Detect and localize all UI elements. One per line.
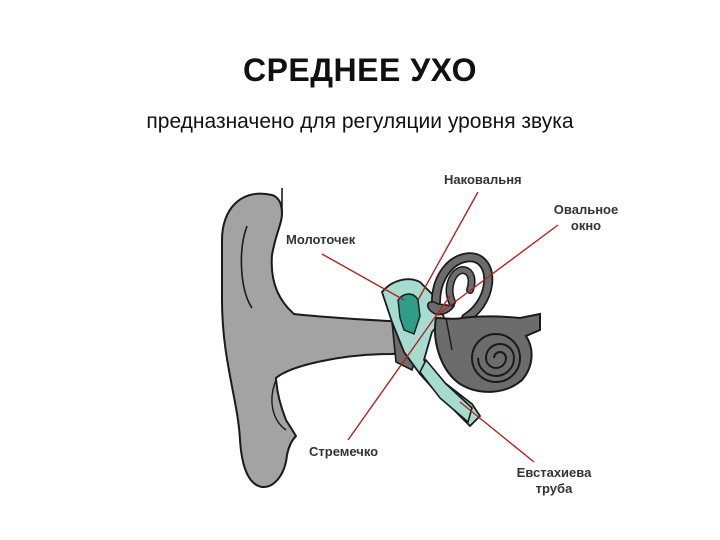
inner-ear bbox=[426, 252, 541, 393]
ossicles bbox=[397, 293, 421, 335]
label-nakovalnya: Наковальня bbox=[444, 172, 522, 187]
pointer-ovalnoe-okno bbox=[435, 224, 559, 317]
label-evstakhieva-truba: Евстахиева труба bbox=[508, 465, 600, 497]
label-ovalnoe-okno-line1: Овальное bbox=[553, 202, 619, 217]
pointer-evstakhieva bbox=[459, 401, 535, 463]
label-ovalnoe-okno-line2: окно bbox=[570, 218, 602, 233]
label-stremechko: Стремечко bbox=[309, 444, 379, 459]
pointer-nakovalnya bbox=[417, 191, 479, 301]
pointer-molotochek bbox=[321, 253, 405, 301]
label-ovalnoe-okno: Овальное окно bbox=[540, 202, 632, 234]
pointer-stremechko bbox=[347, 295, 451, 441]
eustachian-tube bbox=[419, 358, 473, 424]
pointer-lines bbox=[321, 191, 559, 463]
outer-ear bbox=[221, 188, 412, 489]
label-evstakhieva-line2: труба bbox=[535, 481, 573, 496]
page-subtitle: предназначено для регуляции уровня звука bbox=[146, 110, 574, 133]
label-molotochek: Молоточек bbox=[286, 232, 356, 247]
page-title: СРЕДНЕЕ УХО bbox=[242, 52, 478, 88]
label-evstakhieva-line1: Евстахиева bbox=[516, 465, 592, 480]
